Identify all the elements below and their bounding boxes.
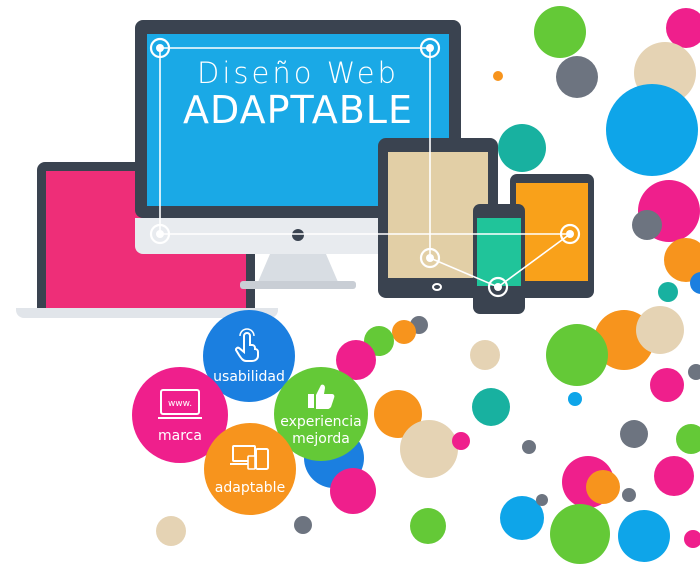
dot xyxy=(658,282,678,302)
dot xyxy=(534,6,586,58)
connector-lines xyxy=(149,37,581,298)
usabilidad-label: usabilidad xyxy=(213,368,285,385)
laptop-base xyxy=(16,308,278,318)
dot xyxy=(666,8,700,48)
dot xyxy=(400,420,458,478)
dot xyxy=(650,368,684,402)
devices-icon xyxy=(230,444,269,470)
dot xyxy=(556,56,598,98)
dot xyxy=(452,432,470,450)
marca-label: marca xyxy=(158,427,202,444)
dot xyxy=(330,468,376,514)
touch-icon xyxy=(235,327,259,362)
connector-node xyxy=(149,37,171,59)
connector-node xyxy=(419,247,441,269)
adaptable-label: adaptable xyxy=(214,479,286,496)
thumbs-up-icon xyxy=(308,384,335,409)
connector-node xyxy=(419,37,441,59)
dot xyxy=(493,71,503,81)
dot xyxy=(392,320,416,344)
browser-icon: www. xyxy=(158,388,202,419)
dot xyxy=(568,392,582,406)
dot xyxy=(632,210,662,240)
dot xyxy=(470,340,500,370)
dot xyxy=(654,456,694,496)
monitor-stand xyxy=(258,254,338,282)
browser-icon-text: www. xyxy=(168,399,192,409)
dot xyxy=(586,470,620,504)
monitor-stand-base xyxy=(240,281,356,289)
dot xyxy=(636,306,684,354)
dot xyxy=(546,324,608,386)
experiencia-label: experiencia xyxy=(280,413,362,430)
connector-node xyxy=(559,223,581,245)
mejorda-label: mejorda xyxy=(292,430,350,447)
connector-line xyxy=(160,47,431,258)
dot xyxy=(294,516,312,534)
dot xyxy=(620,420,648,448)
dot xyxy=(498,124,546,172)
connector-node xyxy=(149,223,171,245)
experiencia-bubble: experiencia mejorda xyxy=(274,367,368,461)
title-line-1: Diseño Web xyxy=(197,56,399,90)
dot xyxy=(688,364,700,380)
dot xyxy=(410,508,446,544)
dot xyxy=(536,494,548,506)
dot xyxy=(606,84,698,176)
dot xyxy=(690,272,700,294)
dot xyxy=(522,440,536,454)
dot xyxy=(472,388,510,426)
monitor-power-button xyxy=(292,229,304,241)
connector-node xyxy=(487,276,509,298)
title-line-2: ADAPTABLE xyxy=(182,88,413,132)
connector-line xyxy=(159,48,570,235)
dot xyxy=(684,530,700,548)
dot xyxy=(156,516,186,546)
desktop-monitor xyxy=(135,20,461,218)
dot xyxy=(676,424,700,454)
tablet-home-button xyxy=(432,283,442,291)
dot xyxy=(622,488,636,502)
adaptable-bubble: adaptable xyxy=(204,423,296,515)
